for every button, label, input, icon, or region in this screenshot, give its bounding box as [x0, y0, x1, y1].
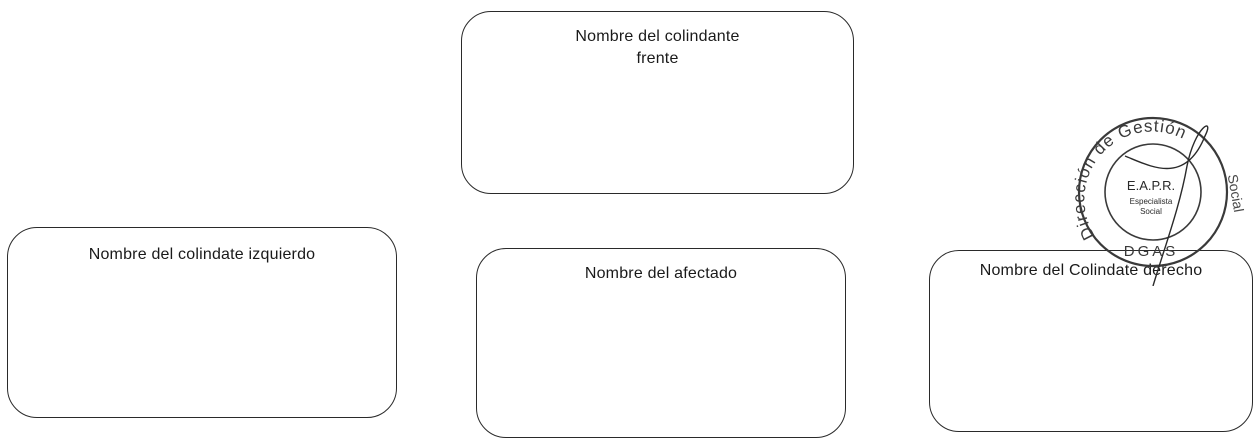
neighbor-left-box: Nombre del colindate izquierdo	[7, 227, 397, 418]
stamp-bottom-text: DGAS	[1124, 243, 1179, 260]
neighbor-left-label: Nombre del colindate izquierdo	[88, 246, 316, 263]
stamp-signature	[1124, 125, 1209, 286]
affected-party-label: Nombre del afectado	[584, 265, 738, 282]
neighbor-front-box: Nombre del colindante frente	[461, 11, 854, 194]
stamp-center-line2: Especialista	[1130, 197, 1173, 206]
stamp-center-line1: E.A.P.R.	[1127, 178, 1175, 193]
neighbor-front-label: Nombre del colindante frente	[462, 26, 853, 70]
stamp-outer-ring	[1077, 116, 1229, 268]
affected-party-box: Nombre del afectado	[476, 248, 846, 438]
stamp-center-line3: Social	[1140, 207, 1162, 216]
stamp-ring-right: Social	[1225, 173, 1247, 213]
official-stamp: Dirección de Gestión Social E.A.P.R. Esp…	[1069, 116, 1247, 286]
neighbor-front-label-line2: frente	[636, 50, 679, 67]
neighbor-front-label-line1: Nombre del colindante	[575, 28, 740, 45]
stamp-inner-ring	[1104, 143, 1202, 241]
